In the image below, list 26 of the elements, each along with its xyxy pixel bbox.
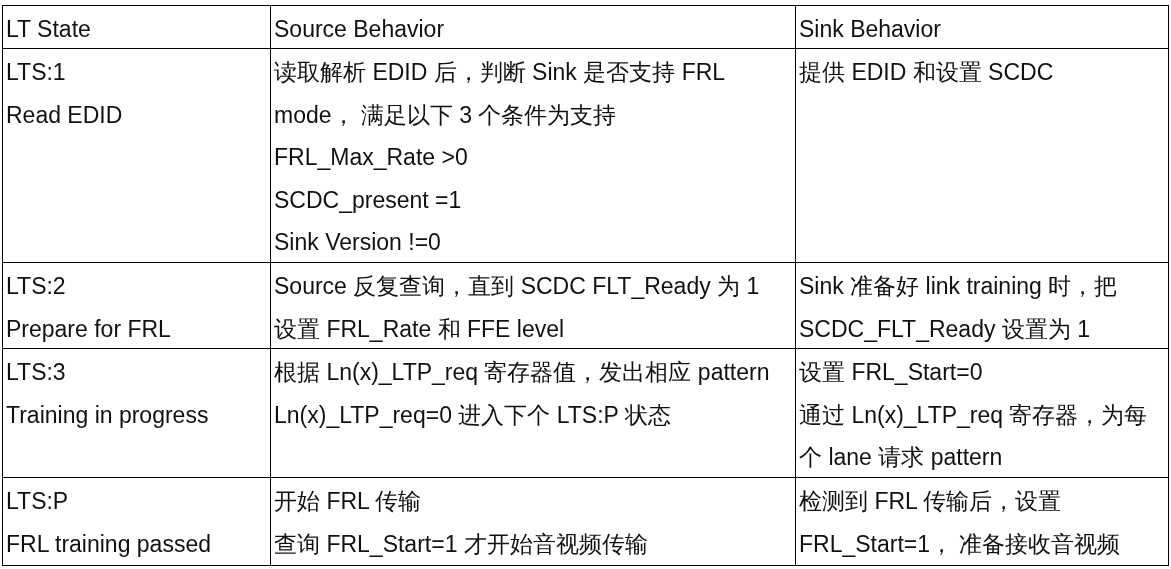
state-text: Training in progress	[6, 400, 210, 430]
header-text: Source Behavior	[274, 15, 446, 44]
state-text: Prepare for FRL	[6, 314, 172, 344]
behavior-text: 根据 Ln(x)_LTP_req 寄存器值，发出相应 pattern	[274, 358, 771, 387]
behavior-text: 通过 Ln(x)_LTP_req 寄存器，为每个 lane 请求 pattern	[799, 400, 1149, 472]
behavior-text: SCDC_present =1	[274, 185, 463, 215]
header-text: LT State	[6, 15, 92, 44]
behavior-text: 开始 FRL 传输	[274, 487, 423, 516]
behavior-text: Sink Version !=0	[274, 228, 442, 257]
behavior-text: Ln(x)_LTP_req=0 进入下个 LTS:P 状态	[274, 400, 672, 430]
behavior-text: 提供 EDID 和设置 SCDC	[799, 58, 1055, 87]
behavior-text: Sink 准备好 link training 时，把 SCDC_FLT_Ready 设置为 1	[799, 272, 1119, 344]
behavior-text: 检测到 FRL 传输后，设置 FRL_Start=1， 准备接收音视频	[799, 487, 1122, 559]
state-text: FRL training passed	[6, 529, 212, 559]
behavior-text: FRL_Max_Rate >0	[274, 143, 469, 172]
behavior-text: Source 反复查询，直到 SCDC FLT_Ready 为 1	[274, 272, 761, 301]
state-text: LTS:2	[6, 272, 67, 301]
state-text: LTS:P	[6, 487, 70, 516]
behavior-text: 设置 FRL_Start=0	[799, 358, 984, 387]
header-text: Sink Behavior	[799, 15, 942, 44]
state-text: LTS:3	[6, 358, 67, 387]
behavior-text: 设置 FRL_Rate 和 FFE level	[274, 314, 566, 344]
behavior-text: 查询 FRL_Start=1 才开始音视频传输	[274, 529, 649, 559]
behavior-text: 读取解析 EDID 后，判断 Sink 是否支持 FRL mode， 满足以下 3 个条件为支持	[274, 58, 726, 130]
state-text: Read EDID	[6, 100, 124, 130]
state-text: LTS:1	[6, 58, 67, 87]
